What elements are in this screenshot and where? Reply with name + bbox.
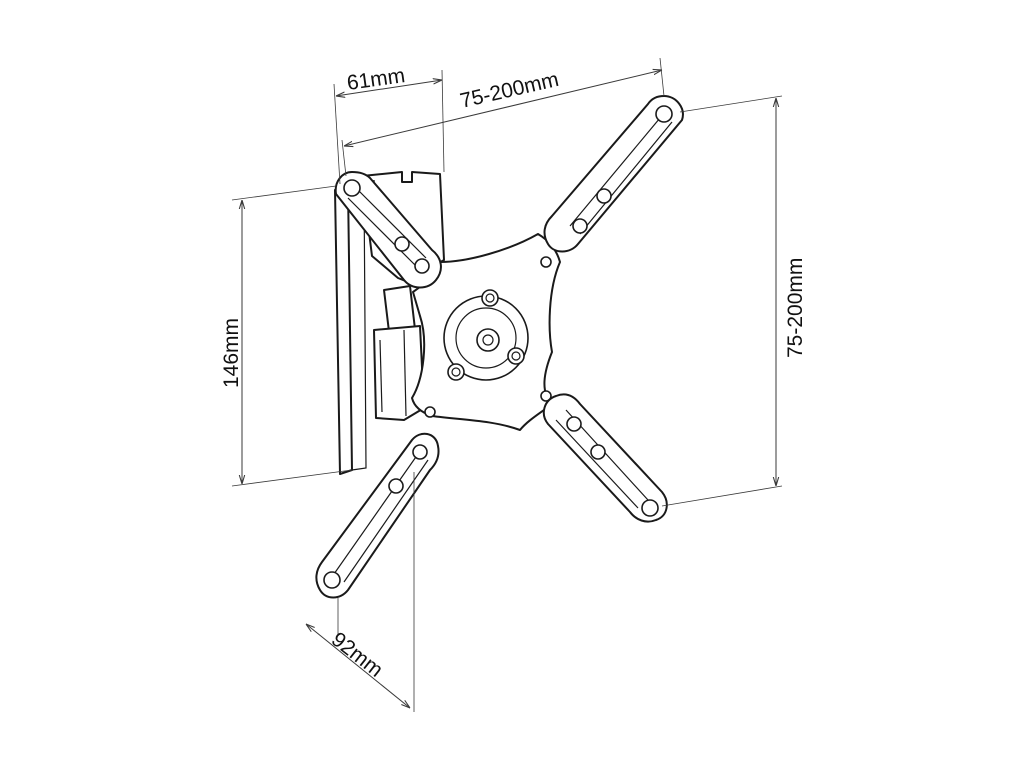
dimension-wall-plate-height: 146mm [220, 185, 353, 487]
vertical-vesa-label: 75-200mm [784, 258, 807, 358]
arm-bottom-right [542, 393, 668, 523]
dimension-bracket-depth: 61mm [333, 64, 445, 185]
wall-plate-height-label: 146mm [220, 318, 243, 388]
arm-top-left [334, 171, 442, 289]
vesa-plate [411, 233, 561, 431]
wall-plate [334, 185, 367, 475]
arm-bottom-left [315, 432, 440, 599]
bracket-depth-label: 61mm [345, 64, 406, 95]
dimension-vertical-vesa: 75-200mm [661, 95, 807, 507]
mount-bracket-drawing [315, 95, 684, 599]
arm-top-right [543, 95, 684, 253]
arm-extension-label: 92mm [327, 628, 387, 682]
